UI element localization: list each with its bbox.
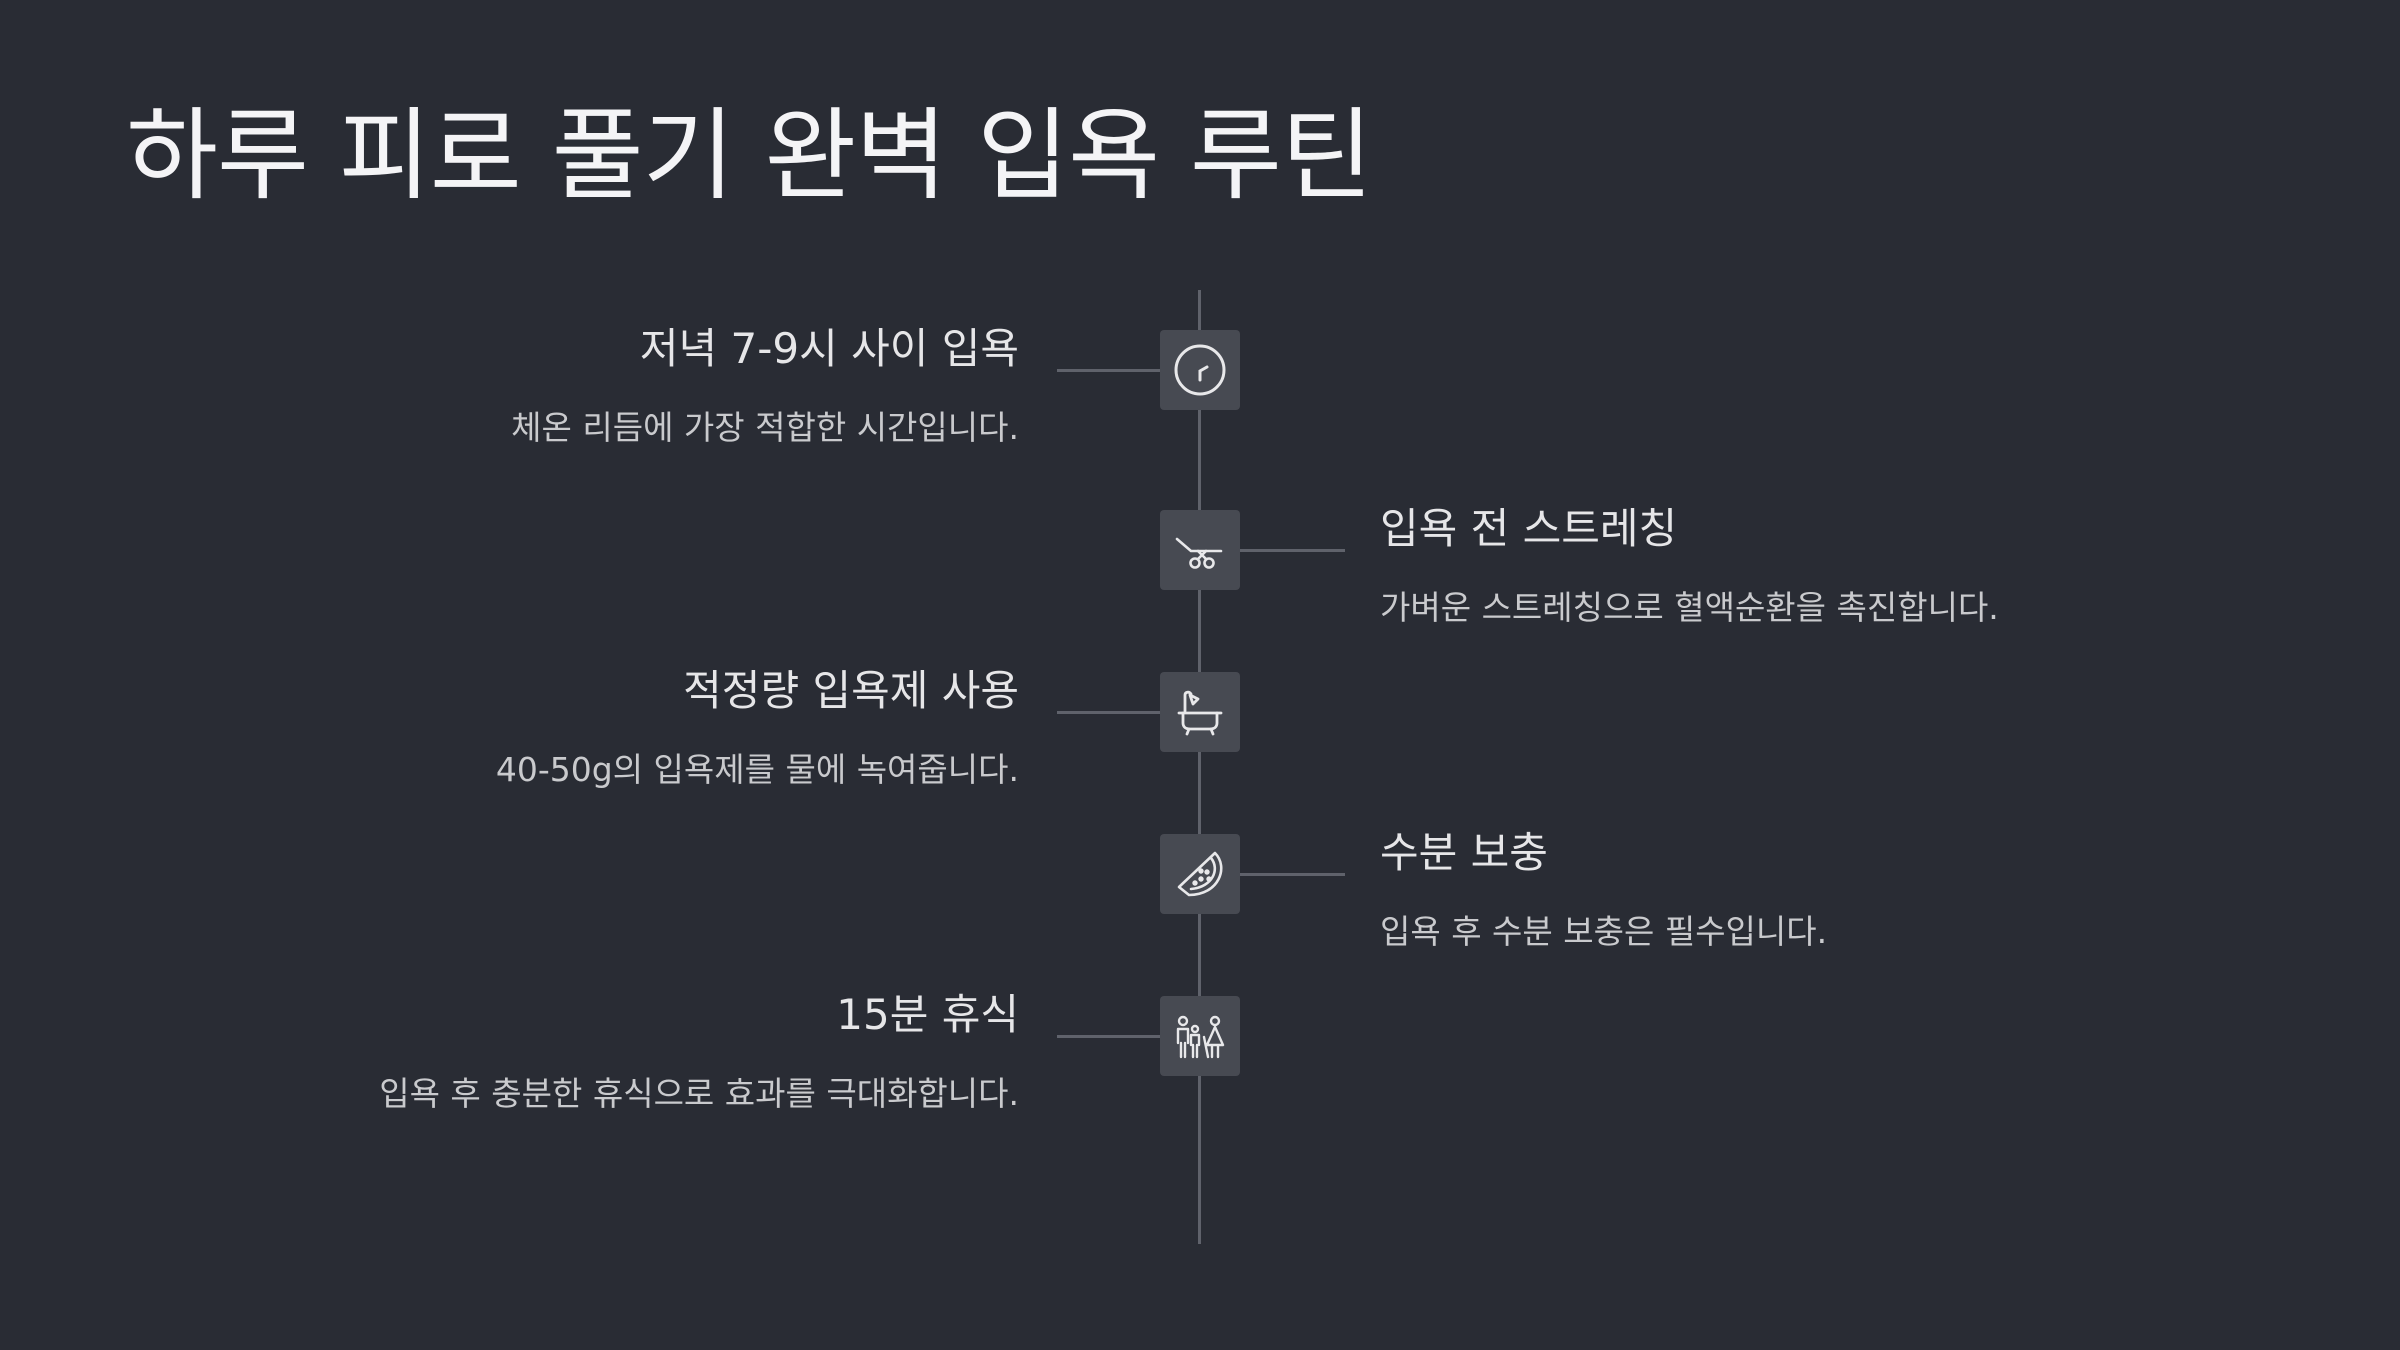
stretching-icon [1160, 510, 1240, 590]
family-rest-icon [1160, 996, 1240, 1076]
connector [1240, 873, 1345, 876]
item-description: 입욕 후 수분 보충은 필수입니다. [1380, 912, 1828, 951]
connector [1057, 369, 1160, 372]
item-title: 15분 휴식 [836, 990, 1019, 1039]
connector [1057, 711, 1160, 714]
clock-icon [1160, 330, 1240, 410]
timeline-line [1198, 290, 1201, 1244]
item-description: 체온 리듬에 가장 적합한 시간입니다. [511, 408, 1019, 447]
connector [1240, 549, 1345, 552]
bathtub-icon [1160, 672, 1240, 752]
item-title: 저녁 7-9시 사이 입욕 [639, 324, 1019, 373]
item-title: 적정량 입욕제 사용 [683, 666, 1019, 715]
item-title: 수분 보충 [1380, 828, 1548, 877]
connector [1057, 1035, 1160, 1038]
item-description: 가벼운 스트레칭으로 혈액순환을 촉진합니다. [1380, 588, 1999, 627]
item-description: 40-50g의 입욕제를 물에 녹여줍니다. [495, 750, 1019, 789]
item-description: 입욕 후 충분한 휴식으로 효과를 극대화합니다. [379, 1074, 1019, 1113]
watermelon-icon [1160, 834, 1240, 914]
item-title: 입욕 전 스트레칭 [1380, 504, 1678, 553]
page-title: 하루 피로 풀기 완벽 입욕 루틴 [126, 97, 1373, 214]
